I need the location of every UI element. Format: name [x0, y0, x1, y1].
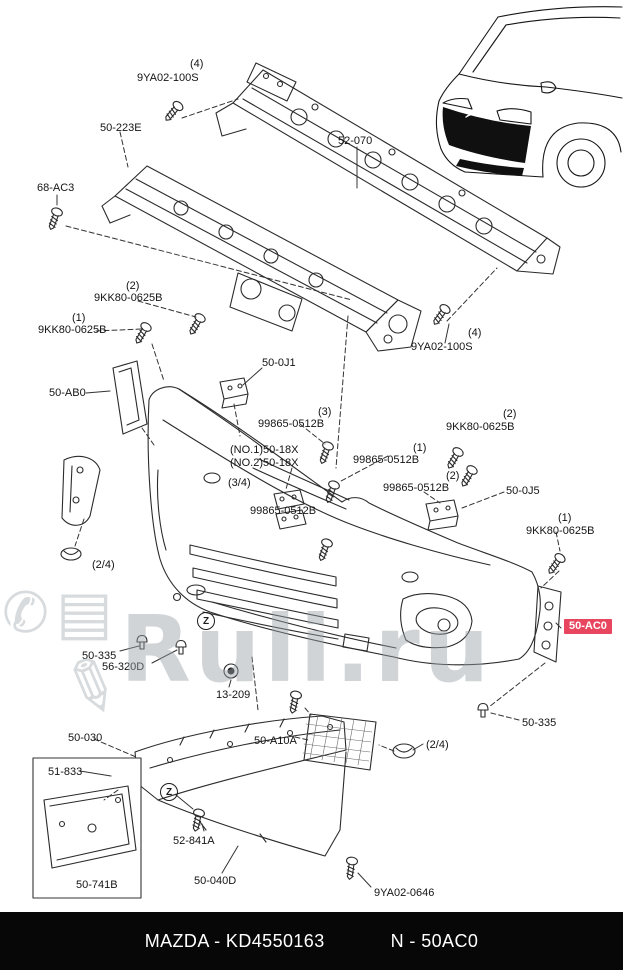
part-label-9kk80-0625b-b[interactable]: 9KK80-0625B — [38, 324, 107, 336]
qty-label: (2) — [126, 280, 140, 292]
bumper-beam-drawing — [101, 165, 422, 352]
part-label-50-040d[interactable]: 50-040D — [194, 875, 237, 887]
part-label-52-070[interactable]: 52-070 — [338, 135, 373, 147]
part-label-99865-0512b-d[interactable]: 99865-0512B — [250, 505, 317, 517]
part-label-99865-0512b-a[interactable]: 99865-0512B — [258, 418, 325, 430]
part-label-9kk80-0625b-c[interactable]: 9KK80-0625B — [446, 421, 515, 433]
part-label-50-741b[interactable]: 50-741B — [76, 879, 118, 891]
vehicle-illustration — [435, 6, 623, 188]
part-label-9ya02-0646[interactable]: 9YA02-0646 — [374, 887, 435, 899]
ratio-label: (3/4) — [228, 477, 251, 489]
footer-catalog-code: MAZDA - KD4550163 — [144, 930, 325, 951]
part-label-68-ac3[interactable]: 68-AC3 — [37, 182, 75, 194]
part-label-56-320d[interactable]: 56-320D — [102, 661, 145, 673]
fog-grille-drawing — [302, 713, 377, 771]
part-label-9ya02-100s-right[interactable]: 9YA02-100S — [411, 341, 473, 353]
part-label-9kk80-0625b-a[interactable]: 9KK80-0625B — [94, 292, 163, 304]
ratio-label: (2/4) — [426, 739, 449, 751]
impact-bar-drawing — [215, 62, 561, 275]
part-label-9kk80-0625b-d[interactable]: 9KK80-0625B — [526, 525, 595, 537]
part-label-50-ac0-highlighted[interactable]: 50-AC0 — [564, 619, 612, 634]
part-label-50-ab0[interactable]: 50-AB0 — [49, 387, 86, 399]
qty-label: (2) — [446, 470, 460, 482]
part-label-52-841a[interactable]: 52-841A — [173, 835, 215, 847]
qty-label: (4) — [468, 327, 482, 339]
part-label-50-0j5[interactable]: 50-0J5 — [506, 485, 540, 497]
qty-label: (1) — [558, 512, 572, 524]
footer-bar: MAZDA - KD4550163 N - 50AC0 — [0, 912, 623, 970]
part-label-50-0j1[interactable]: 50-0J1 — [262, 357, 296, 369]
leader-lines — [56, 98, 562, 888]
part-label-50-18x-no1[interactable]: (NO.1)50-18X — [230, 444, 299, 456]
part-label-50-335-right[interactable]: 50-335 — [522, 717, 557, 729]
qty-label: (3) — [318, 406, 332, 418]
ref-symbol-z: Z — [197, 612, 215, 630]
part-label-9ya02-100s-top[interactable]: 9YA02-100S — [137, 72, 199, 84]
qty-label: (1) — [413, 442, 427, 454]
footer-part-code: N - 50AC0 — [390, 930, 479, 951]
ratio-label: (2/4) — [92, 559, 115, 571]
part-label-50-a10a[interactable]: 50-A10A — [254, 735, 297, 747]
part-label-13-209[interactable]: 13-209 — [216, 689, 251, 701]
part-label-50-223e[interactable]: 50-223E — [100, 122, 142, 134]
part-label-99865-0512b-b[interactable]: 99865-0512B — [353, 454, 420, 466]
qty-label: (4) — [190, 58, 204, 70]
part-label-51-833[interactable]: 51-833 — [48, 766, 83, 778]
bumper-cover-drawing — [147, 386, 541, 666]
qty-label: (1) — [72, 312, 86, 324]
qty-label: (2) — [503, 408, 517, 420]
diagram-canvas — [32, 6, 623, 899]
part-label-99865-0512b-c[interactable]: 99865-0512B — [383, 482, 450, 494]
ref-symbol-z: Z — [160, 783, 178, 801]
license-bracket-box — [32, 757, 142, 899]
part-label-50-18x-no2[interactable]: (NO.2)50-18X — [230, 457, 299, 469]
part-label-50-030[interactable]: 50-030 — [68, 732, 103, 744]
part-label-50-335-left[interactable]: 50-335 — [82, 650, 117, 662]
